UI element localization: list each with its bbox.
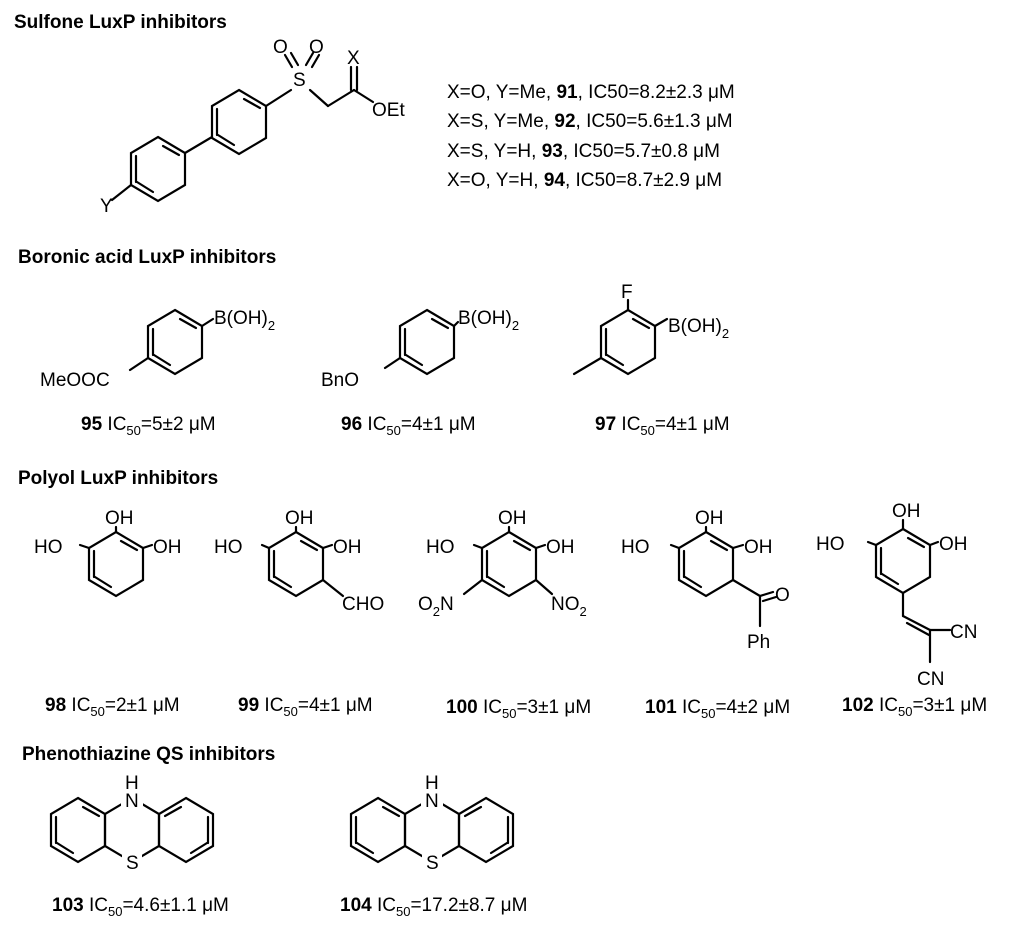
structure-101: OH HO OH O Ph [621, 508, 790, 653]
structure-104: H N S [349, 773, 515, 874]
structure-99: OH HO OH CHO [214, 508, 384, 615]
aldehyde-label: CHO [342, 594, 384, 615]
atom-label-o: O [309, 37, 324, 58]
caption-102: 102 IC50=3±1 μM [842, 695, 987, 719]
caption-101: 101 IC50=4±2 μM [645, 697, 790, 721]
benzyloxy-group-label: BnO [321, 370, 359, 391]
structure-100: OH HO OH O2N NO2 [418, 508, 587, 619]
nitrogen-label: N [125, 791, 139, 812]
structure-97: F B(OH)2 [572, 282, 729, 376]
hydroxyl-label: HO [816, 534, 845, 555]
hydroxyl-label: OH [546, 537, 575, 558]
ester-group-label: MeOOC [40, 370, 110, 391]
nitrogen-label: N [425, 791, 439, 812]
caption-95: 95 IC50=5±2 μM [81, 414, 216, 438]
hydroxyl-label: OH [153, 537, 182, 558]
structure-102: OH HO OH CN CN [816, 501, 977, 690]
hydroxyl-label: HO [426, 537, 455, 558]
atom-label-oet: OEt [372, 100, 405, 121]
atom-label-x: X [347, 48, 360, 69]
hydroxyl-label: OH [939, 534, 968, 555]
variant-94: X=O, Y=H, 94, IC50=8.7±2.9 μM [447, 170, 722, 191]
hydroxyl-label: OH [695, 508, 724, 529]
structure-103: H N S [49, 773, 215, 874]
atom-label-o: O [273, 37, 288, 58]
boronic-acid-label: B(OH)2 [214, 308, 275, 333]
amine-hydrogen-label: H [425, 773, 439, 794]
structure-98: OH HO OH [34, 508, 182, 598]
hydroxyl-label: OH [333, 537, 362, 558]
hydroxyl-label: OH [744, 537, 773, 558]
caption-98: 98 IC50=2±1 μM [45, 695, 180, 719]
structure-96: B(OH)2 BnO [321, 308, 519, 391]
hydroxyl-label: HO [34, 537, 63, 558]
atom-label-y: Y [100, 196, 113, 217]
section-title-sulfone: Sulfone LuxP inhibitors [14, 12, 227, 33]
amine-hydrogen-label: H [125, 773, 139, 794]
structure-95: B(OH)2 MeOOC [40, 308, 275, 391]
section-title-boronic: Boronic acid LuxP inhibitors [18, 247, 276, 268]
caption-99: 99 IC50=4±1 μM [238, 695, 373, 719]
section-title-polyol: Polyol LuxP inhibitors [18, 468, 218, 489]
hydroxyl-label: OH [498, 508, 527, 529]
variant-93: X=S, Y=H, 93, IC50=5.7±0.8 μM [447, 141, 720, 162]
atom-label-s: S [293, 70, 306, 91]
caption-100: 100 IC50=3±1 μM [446, 697, 591, 721]
hydroxyl-label: OH [285, 508, 314, 529]
caption-96: 96 IC50=4±1 μM [341, 414, 476, 438]
nitro-group-label: O2N [418, 594, 454, 619]
carbonyl-oxygen-label: O [775, 585, 790, 606]
hydroxyl-label: OH [892, 501, 921, 522]
fluoro-label: F [621, 282, 633, 303]
nitro-group-label: NO2 [551, 594, 587, 619]
phenyl-label: Ph [747, 632, 770, 653]
caption-104: 104 IC50=17.2±8.7 μM [340, 895, 527, 919]
variant-92: X=S, Y=Me, 92, IC50=5.6±1.3 μM [447, 111, 733, 132]
boronic-acid-label: B(OH)2 [458, 308, 519, 333]
variant-91: X=O, Y=Me, 91, IC50=8.2±2.3 μM [447, 82, 735, 103]
sulfone-structure: Y S O O X OEt [100, 37, 405, 217]
sulfur-label: S [126, 853, 139, 874]
nitrile-label: CN [950, 622, 977, 643]
caption-97: 97 IC50=4±1 μM [595, 414, 730, 438]
boronic-acid-label: B(OH)2 [668, 316, 729, 341]
hydroxyl-label: OH [105, 508, 134, 529]
caption-103: 103 IC50=4.6±1.1 μM [52, 895, 229, 919]
nitrile-label: CN [917, 669, 944, 690]
hydroxyl-label: HO [214, 537, 243, 558]
sulfone-variant-list: X=O, Y=Me, 91, IC50=8.2±2.3 μM X=S, Y=Me… [447, 82, 735, 191]
sulfur-label: S [426, 853, 439, 874]
section-title-phenothiazine: Phenothiazine QS inhibitors [22, 744, 275, 765]
hydroxyl-label: HO [621, 537, 650, 558]
